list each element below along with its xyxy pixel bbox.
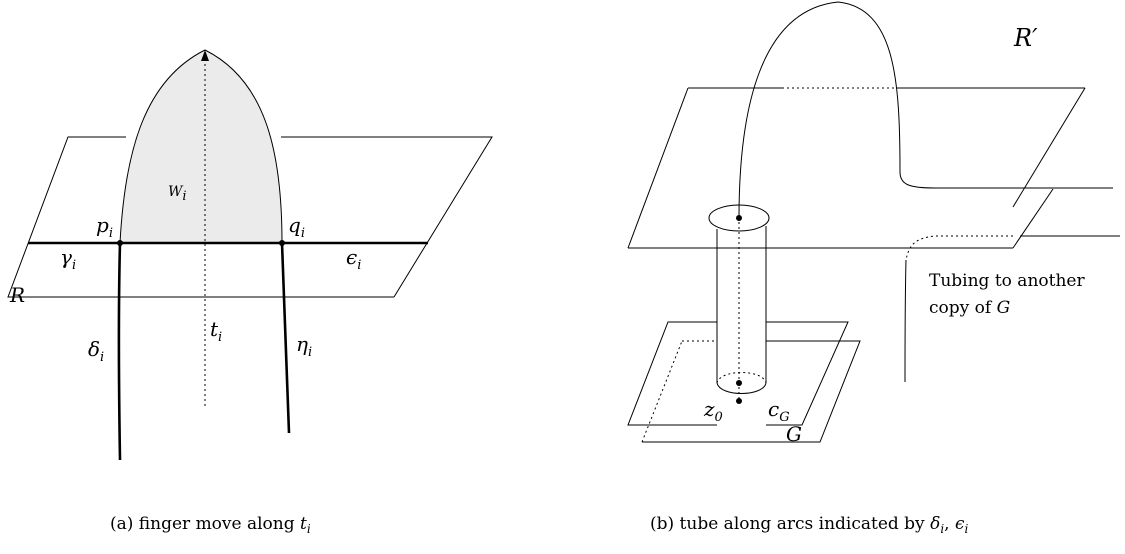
tube-bottom-point [736,380,742,386]
arch-finger [738,1,1113,219]
label-p: pi [96,213,113,241]
label-t: ti [210,317,222,345]
tubing-label-line1: Tubing to another [929,271,1085,291]
strand-delta [117,242,122,461]
surface-g-front-left-hidden [641,340,683,443]
tube-bottom-front [716,382,767,394]
label-g: G [786,422,802,446]
plane-rp-right-edge [1012,87,1086,208]
tubing-sheet-hidden [905,235,1013,261]
label-w: Wi [168,184,187,204]
point-q [279,240,285,246]
finger-disk-w [120,50,282,243]
point-z0 [736,398,742,404]
caption-b: (b) tube along arcs indicated by δi, ϵi [650,514,969,536]
label-gamma: γi [60,245,76,273]
tube-top-point [736,215,742,221]
panel-a: Wi pi qi γi ϵi R δi ti ηi (a) finger mov… [7,49,493,536]
plane-r-top-left-edge [7,136,394,298]
surface-g-back [627,321,717,426]
tubing-label-line2: copy of G [929,298,1010,318]
plane-rp-right-edge-lower [1012,188,1054,249]
tubing-sheet-down [904,259,907,383]
surface-g-back-right [766,321,849,426]
label-z0: z0 [703,397,723,425]
label-r-prime: R′ [1013,24,1038,52]
caption-a: (a) finger move along ti [110,514,311,536]
plane-r-top-right-edge [281,136,493,298]
label-eta: ηi [296,332,312,360]
plane-rp-left-edge [627,87,689,249]
label-c-g: cG [768,397,790,425]
label-r: R [9,283,25,307]
arc-t-arrowhead [201,50,209,61]
strand-eta [280,242,291,434]
point-p [117,240,123,246]
label-q: qi [288,213,305,241]
label-delta: δi [88,337,104,365]
label-epsilon: ϵi [346,245,361,273]
tube-top-ellipse [708,204,770,232]
panel-b: R′ Tubing to another copy of G z0 cG G (… [627,1,1120,536]
surface-g-front [642,340,861,443]
